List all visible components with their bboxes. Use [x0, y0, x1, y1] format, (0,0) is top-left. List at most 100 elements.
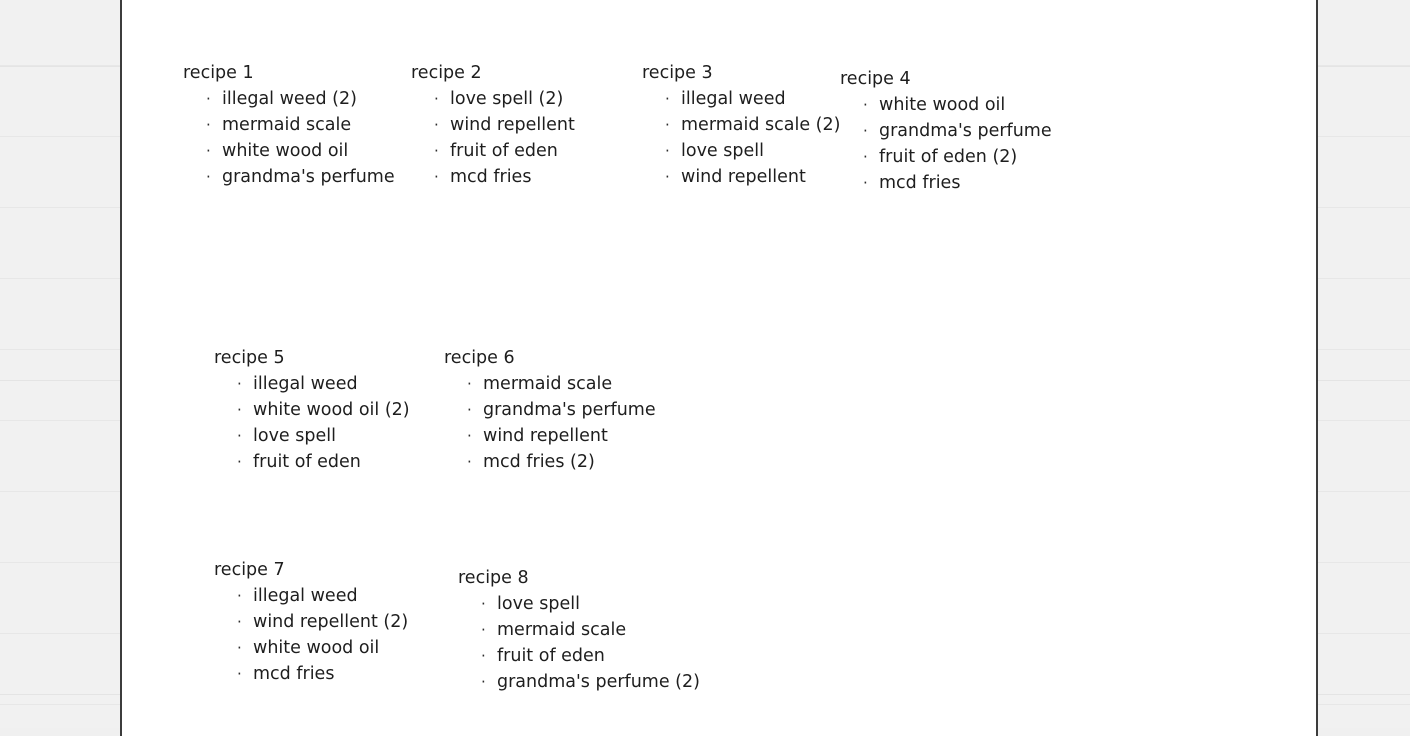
ingredient-label: mcd fries: [253, 664, 335, 684]
bullet-icon: ·: [434, 90, 439, 108]
ingredient-label: illegal weed: [253, 374, 358, 394]
ingredient-label: white wood oil: [253, 638, 380, 658]
recipe-title: recipe 8: [458, 568, 529, 588]
ingredient-label: mermaid scale (2): [681, 115, 841, 135]
bullet-icon: ·: [481, 595, 486, 613]
ingredient-label: love spell (2): [450, 89, 564, 109]
recipe-block-4: recipe 4 · white wood oil · grandma's perf…: [840, 66, 1052, 196]
ingredient-list: · white wood oil · grandma's perfume · frui…: [840, 92, 1052, 196]
recipe-title: recipe 3: [642, 63, 713, 83]
ingredient-item: · fruit of eden: [458, 643, 700, 669]
bullet-icon: ·: [237, 375, 242, 393]
ingredient-list: · love spell · mermaid scale · fruit of ede…: [458, 591, 700, 695]
bullet-icon: ·: [863, 122, 868, 140]
ingredient-label: wind repellent: [450, 115, 575, 135]
bullet-icon: ·: [481, 621, 486, 639]
ingredient-list: ·illegal weed ·wind repellent (2) ·white…: [214, 583, 408, 687]
ingredient-list: · illegal weed · mermaid scale (2) · love s…: [642, 86, 840, 190]
recipe-title: recipe 6: [444, 348, 515, 368]
ingredient-list: ·mermaid scale ·grandma's perfume ·wind …: [444, 371, 656, 475]
ingredient-item: ·mermaid scale: [183, 112, 395, 138]
ingredient-item: · illegal weed: [214, 371, 410, 397]
ingredient-label: wind repellent: [483, 426, 608, 446]
recipe-block-6: recipe 6 ·mermaid scale ·grandma's perfu…: [444, 345, 656, 475]
ingredient-item: · mcd fries: [214, 661, 408, 687]
ingredient-item: · white wood oil: [183, 138, 395, 164]
bullet-icon: ·: [863, 96, 868, 114]
ingredient-item: · illegal weed: [214, 583, 408, 609]
ingredient-label: love spell: [497, 594, 580, 614]
ingredient-label: fruit of eden: [450, 141, 558, 161]
ingredient-item: · mermaid scale (2): [642, 112, 840, 138]
recipe-block-1: recipe 1 ·illegal weed (2) ·mermaid scal…: [183, 60, 395, 190]
bullet-icon: ·: [665, 168, 670, 186]
ingredient-label: mermaid scale: [483, 374, 613, 394]
bullet-icon: ·: [434, 116, 439, 134]
ingredient-label: wind repellent (2): [253, 612, 409, 632]
ingredient-label: grandma's perfume (2): [497, 672, 700, 692]
document-sheet: recipe 1 ·illegal weed (2) ·mermaid scal…: [120, 0, 1318, 736]
bullet-icon: ·: [467, 401, 472, 419]
recipe-block-2: recipe 2 · love spell (2) · wind repellent…: [411, 60, 575, 190]
bullet-icon: ·: [467, 375, 472, 393]
ingredient-label: mermaid scale: [497, 620, 627, 640]
ingredient-item: ·white wood oil: [214, 635, 408, 661]
ingredient-label: illegal weed: [253, 586, 358, 606]
ingredient-item: · fruit of eden (2): [840, 144, 1052, 170]
bullet-icon: ·: [206, 90, 211, 108]
ingredient-item: · love spell: [214, 423, 410, 449]
ingredient-list: ·illegal weed (2) ·mermaid scale · white …: [183, 86, 395, 190]
ingredient-item: · love spell (2): [411, 86, 575, 112]
recipe-block-7: recipe 7 ·illegal weed ·wind repellent (…: [214, 557, 408, 687]
ingredient-item: · mermaid scale: [444, 371, 656, 397]
ingredient-item: · grandma's perfume: [183, 164, 395, 190]
bullet-icon: ·: [206, 142, 211, 160]
bullet-icon: ·: [481, 647, 486, 665]
recipe-title: recipe 2: [411, 63, 482, 83]
ingredient-item: ·illegal weed (2): [183, 86, 395, 112]
bullet-icon: ·: [237, 401, 242, 419]
ingredient-item: · white wood oil: [840, 92, 1052, 118]
bullet-icon: ·: [237, 665, 242, 683]
ingredient-item: · fruit of eden: [411, 138, 575, 164]
ingredient-label: illegal weed: [681, 89, 786, 109]
ingredient-item: · grandma's perfume: [840, 118, 1052, 144]
ingredient-label: fruit of eden (2): [879, 147, 1018, 167]
ingredient-label: mcd fries (2): [483, 452, 595, 472]
bullet-icon: ·: [665, 116, 670, 134]
bullet-icon: ·: [237, 453, 242, 471]
ingredient-item: ·mcd fries: [411, 164, 575, 190]
recipe-title: recipe 5: [214, 348, 285, 368]
ingredient-label: fruit of eden: [253, 452, 361, 472]
ingredient-item: ·wind repellent (2): [214, 609, 408, 635]
bullet-icon: ·: [434, 142, 439, 160]
recipe-title: recipe 4: [840, 69, 911, 89]
ingredient-label: fruit of eden: [497, 646, 605, 666]
ingredient-label: love spell: [253, 426, 336, 446]
ingredient-label: grandma's perfume: [879, 121, 1052, 141]
ingredient-item: · wind repellent: [444, 423, 656, 449]
ingredient-label: white wood oil: [222, 141, 349, 161]
ingredient-item: · illegal weed: [642, 86, 840, 112]
recipe-block-5: recipe 5 · illegal weed · white wood oil (…: [214, 345, 410, 475]
ingredient-item: · love spell: [458, 591, 700, 617]
bullet-icon: ·: [237, 427, 242, 445]
ingredient-label: love spell: [681, 141, 764, 161]
ingredient-label: white wood oil: [879, 95, 1006, 115]
bullet-icon: ·: [665, 142, 670, 160]
bullet-icon: ·: [863, 148, 868, 166]
ingredient-item: · love spell: [642, 138, 840, 164]
ingredient-item: · fruit of eden: [214, 449, 410, 475]
ingredient-label: grandma's perfume: [222, 167, 395, 187]
ingredient-item: · white wood oil (2): [214, 397, 410, 423]
recipe-title: recipe 1: [183, 63, 254, 83]
bullet-icon: ·: [237, 587, 242, 605]
recipe-block-8: recipe 8 · love spell · mermaid scale · fru…: [458, 565, 700, 695]
ingredient-item: · mermaid scale: [458, 617, 700, 643]
bullet-icon: ·: [665, 90, 670, 108]
ingredient-label: white wood oil (2): [253, 400, 410, 420]
ingredient-label: wind repellent: [681, 167, 806, 187]
bullet-icon: ·: [467, 427, 472, 445]
bullet-icon: ·: [206, 168, 211, 186]
ingredient-item: · wind repellent: [411, 112, 575, 138]
